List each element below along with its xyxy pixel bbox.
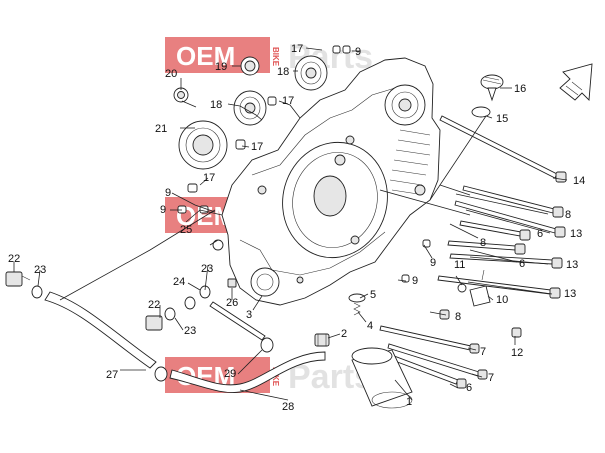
watermark-oem-text: OEM	[176, 41, 235, 71]
callout-13a: 13	[570, 228, 582, 240]
callout-28: 28	[282, 401, 294, 413]
callout-8a: 8	[565, 209, 571, 221]
callout-6a: 6	[537, 228, 543, 240]
callout-26: 26	[226, 297, 238, 309]
callout-9c: 9	[160, 204, 166, 216]
callout-12: 12	[511, 347, 523, 359]
direction-arrow-icon	[559, 63, 593, 102]
fitting-23-mid	[164, 285, 211, 321]
watermark-top: OEM BIKE Parts	[165, 37, 373, 76]
callout-15: 15	[496, 113, 508, 125]
bearing-21	[178, 120, 228, 170]
callout-17d: 17	[203, 172, 215, 184]
callout-21: 21	[155, 123, 167, 135]
callout-3: 3	[246, 309, 252, 321]
callout-23a: 23	[34, 264, 46, 276]
callout-25: 25	[180, 224, 192, 236]
clamp-29	[154, 337, 274, 382]
callout-7b: 7	[488, 372, 494, 384]
dowel-pins	[177, 45, 431, 283]
shaft-3	[209, 301, 266, 341]
watermark-bike-text: BIKE	[271, 367, 280, 387]
callout-29: 29	[224, 368, 236, 380]
callout-8b: 8	[480, 237, 486, 249]
part-10-sensor	[457, 269, 491, 307]
drain-plug	[314, 333, 330, 347]
callout-20: 20	[165, 68, 177, 80]
callout-7a: 7	[480, 346, 486, 358]
callout-13c: 13	[564, 288, 576, 300]
callout-9b: 9	[165, 187, 171, 199]
callout-23c: 23	[184, 325, 196, 337]
pin-26	[227, 278, 237, 288]
callout-9d: 9	[430, 257, 436, 269]
callout-labels: 1 2 3 4 5 6 6 6 7 7 8 8 8 9 9 9 9 9 10 1…	[8, 43, 585, 413]
callout-22a: 22	[8, 253, 20, 265]
callout-6b: 6	[519, 258, 525, 270]
seal-19	[240, 56, 260, 76]
callout-2: 2	[341, 328, 347, 340]
callout-9e: 9	[412, 275, 418, 287]
bearing-18-left	[233, 90, 267, 126]
callout-24: 24	[173, 276, 185, 288]
callout-6c: 6	[466, 382, 472, 394]
oil-filter	[351, 347, 413, 409]
callout-1: 1	[406, 396, 412, 408]
screen-part-5	[348, 293, 366, 303]
callout-9a: 9	[355, 46, 361, 58]
callout-17a: 17	[291, 43, 303, 55]
crankcase-body	[221, 57, 441, 306]
spring-part-4	[353, 302, 361, 316]
seal-20	[173, 87, 189, 103]
callout-18b: 18	[210, 99, 222, 111]
o-ring-15	[471, 106, 491, 118]
leader-lines	[13, 47, 568, 401]
oil-filler-plug	[480, 74, 504, 102]
fitting-22-left	[5, 271, 31, 287]
callout-22b: 22	[148, 299, 160, 311]
hose-28	[169, 351, 326, 393]
callout-17b: 17	[282, 95, 294, 107]
callout-13b: 13	[566, 259, 578, 271]
callout-17c: 17	[251, 141, 263, 153]
callout-18a: 18	[277, 66, 289, 78]
callout-5: 5	[370, 289, 376, 301]
pin-25	[212, 239, 224, 251]
part-12-bolt	[511, 327, 522, 338]
long-bolts	[379, 115, 567, 389]
callout-23b: 23	[201, 263, 213, 275]
callout-16: 16	[514, 83, 526, 95]
callout-10: 10	[496, 294, 508, 306]
callout-4: 4	[367, 320, 373, 332]
callout-14: 14	[573, 175, 585, 187]
callout-11: 11	[454, 259, 465, 271]
fitting-23-left	[31, 285, 43, 299]
callout-19: 19	[215, 61, 227, 73]
watermark-bike-text: BIKE	[271, 47, 280, 67]
bearing-18-top	[294, 55, 328, 91]
fitting-22-mid	[145, 315, 163, 331]
hose-27	[44, 291, 157, 369]
callout-8c: 8	[455, 311, 461, 323]
callout-27: 27	[106, 369, 118, 381]
